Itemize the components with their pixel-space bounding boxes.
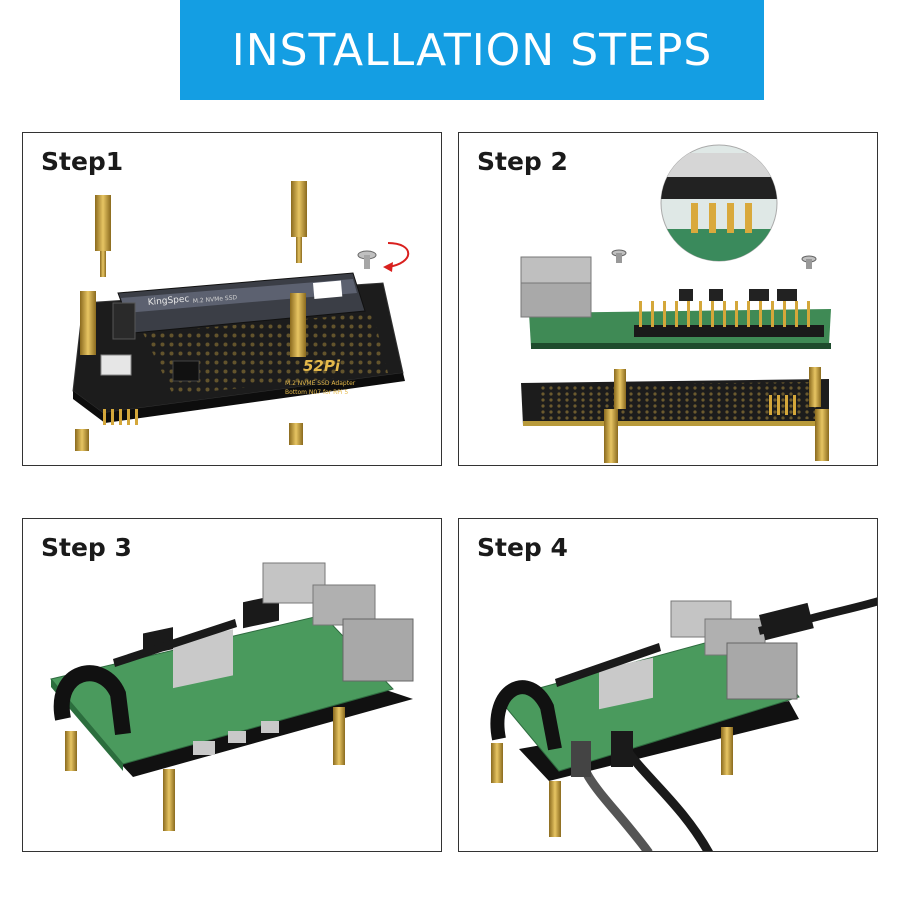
step-2-label: Step 2 xyxy=(477,147,568,176)
ribbon-cable xyxy=(53,665,131,735)
board-brand: 52Pi xyxy=(303,357,341,375)
usb-ports xyxy=(520,256,592,288)
standoff-4a xyxy=(491,743,503,783)
screw-left xyxy=(611,249,627,263)
hdmi-plug xyxy=(611,731,633,767)
screw-right xyxy=(801,255,817,269)
step-4-panel: Step 4 xyxy=(458,518,878,852)
step-1-panel: Step1 KingSpe xyxy=(22,132,442,466)
step-1-illustration: KingSpec M.2 NVMe SSD 52Pi M.2 NVME SSD … xyxy=(72,181,410,451)
ssd-line: M.2 NVMe SSD xyxy=(193,294,238,305)
raspberry-pi-board xyxy=(520,256,831,349)
standoff-top-left xyxy=(95,195,111,277)
step-2-illustration xyxy=(520,144,831,463)
gpio-pins xyxy=(639,301,810,327)
step-4-illustration xyxy=(490,597,877,851)
ssd-brand: KingSpec xyxy=(147,294,189,308)
step-3-label: Step 3 xyxy=(41,533,132,562)
step-3-illustration xyxy=(50,562,414,831)
m2-slot xyxy=(112,302,136,340)
usb-plug-top xyxy=(759,602,814,641)
standoff-3c xyxy=(333,707,345,765)
screw xyxy=(357,250,377,269)
nut-left xyxy=(75,429,89,451)
standoff-3a xyxy=(65,731,77,771)
ethernet-port xyxy=(342,618,414,682)
usbc-plug xyxy=(571,741,591,777)
standoff-front-left xyxy=(80,291,96,355)
nut-right xyxy=(289,423,303,445)
ethernet-port-4 xyxy=(726,642,798,700)
standoff-4c xyxy=(721,727,733,775)
arrow-head-icon xyxy=(383,262,393,272)
raspberry-pi-stacked xyxy=(50,562,414,771)
banner-title: INSTALLATION STEPS xyxy=(231,24,713,76)
rotation-arrow-icon xyxy=(387,242,410,268)
soc-chip xyxy=(173,629,233,689)
chip xyxy=(172,360,200,382)
standoff-3b xyxy=(163,769,175,831)
step-2-panel: Step 2 xyxy=(458,132,878,466)
adapter-board-bottom xyxy=(521,379,829,426)
usbc-port xyxy=(193,741,215,755)
soc-chip-4 xyxy=(599,657,653,710)
board-line-2: Bottom N07 for RPi 5 xyxy=(285,389,348,396)
fpc-connector xyxy=(100,354,132,376)
hdmi-1 xyxy=(228,731,246,743)
standoff-a xyxy=(614,369,626,409)
standoff-b xyxy=(604,409,618,463)
pin-zoom-inset xyxy=(660,144,778,262)
pogo-pins xyxy=(103,409,138,425)
step-3-panel: Step 3 xyxy=(22,518,442,852)
gpio-header-3 xyxy=(113,619,237,667)
standoff-front-right xyxy=(290,293,306,357)
title-banner: INSTALLATION STEPS xyxy=(180,0,764,100)
ribbon-cable-4 xyxy=(490,680,562,751)
nvme-ssd: KingSpec M.2 NVMe SSD xyxy=(117,272,366,334)
board-line-1: M.2 NVME SSD Adapter xyxy=(285,380,356,387)
standoff-4b xyxy=(549,781,561,837)
step-1-label: Step1 xyxy=(41,147,124,176)
standoff-c xyxy=(809,367,821,407)
pogo-pins-bottom xyxy=(769,395,796,415)
standoff-d xyxy=(815,409,829,461)
raspberry-pi-stacked-4 xyxy=(498,600,800,772)
usb-stack-2 xyxy=(312,584,376,626)
gpio-header-4 xyxy=(555,643,661,687)
step-4-label: Step 4 xyxy=(477,533,568,562)
gpio-header xyxy=(634,325,824,337)
standoff-top-right xyxy=(291,181,307,263)
hdmi-2 xyxy=(261,721,279,733)
